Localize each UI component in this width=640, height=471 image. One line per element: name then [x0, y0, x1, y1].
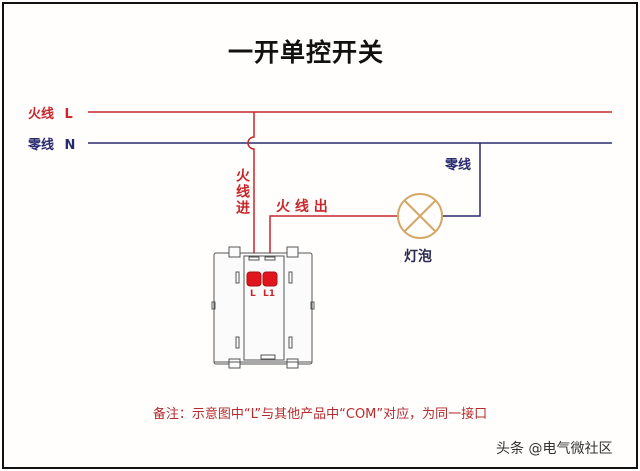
- terminal-L1-label: L1: [263, 289, 275, 299]
- watermark: 头条 @电气微社区: [496, 441, 613, 457]
- neutral-drop-label: 零线: [445, 158, 472, 173]
- live-in-wire: [247, 112, 255, 276]
- lamp-label: 灯泡: [404, 249, 432, 265]
- footnote: 备注：示意图中“L”与其他产品中“COM”对应，为同一接口: [152, 407, 488, 422]
- lamp-icon: [397, 193, 443, 239]
- live-out-label: 火 线 出: [276, 199, 328, 215]
- live-label-text: 火线: [28, 107, 55, 122]
- neutral-drop-wire: [442, 143, 481, 217]
- terminal-L-label: L: [250, 289, 256, 299]
- live-label-letter: L: [64, 107, 73, 122]
- page-title: 一开单控开关: [227, 38, 384, 67]
- neutral-label-text: 零线: [28, 138, 55, 153]
- neutral-label-letter: N: [64, 138, 76, 153]
- switch-body: [211, 246, 315, 369]
- neutral-line-label: 零线 N: [28, 134, 75, 153]
- live-line-label: 火线 L: [28, 103, 73, 122]
- live-in-label: 火线进: [234, 168, 250, 216]
- terminal-L: [246, 271, 262, 287]
- terminal-L1: [262, 271, 278, 287]
